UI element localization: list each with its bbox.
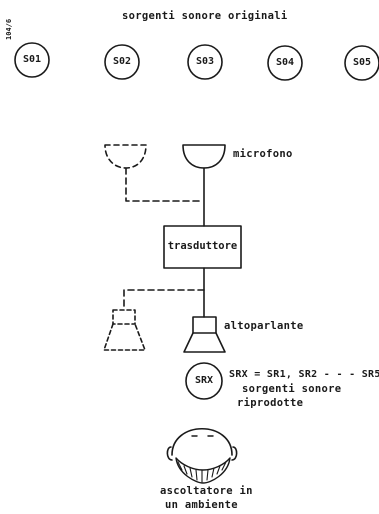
- dashed-link-upper: [125, 167, 204, 202]
- microphone-label: microfono: [233, 148, 293, 160]
- source-label-s05: S05: [352, 57, 372, 68]
- loudspeaker-label: altoparlante: [224, 320, 304, 332]
- reproduced-source-symbol: SRX: [194, 375, 214, 386]
- source-label-s03: S03: [195, 56, 215, 67]
- source-circle-s04: [267, 45, 303, 81]
- listener-label-1: ascoltatore in: [160, 485, 253, 497]
- microphone-icon: [182, 144, 226, 169]
- listener-label-2: un ambiente: [165, 499, 238, 511]
- page-number: 104/6: [5, 18, 13, 40]
- reproduced-source-formula: SRX = SR1, SR2 - - - SR5: [229, 369, 379, 380]
- dashed-link-lower: [123, 289, 205, 311]
- original-sources-title: sorgenti sonore originali: [122, 10, 288, 22]
- listener-head-icon: [166, 427, 238, 484]
- transducer-box: [163, 225, 242, 269]
- source-label-s01: S01: [22, 54, 42, 65]
- dashed-loudspeaker-icon: [103, 309, 146, 351]
- source-label-s02: S02: [112, 56, 132, 67]
- source-circle-s02: [104, 44, 140, 80]
- reproduced-source-description-1: sorgenti sonore: [242, 383, 342, 395]
- source-circle-s01: [14, 42, 50, 78]
- reproduced-source-circle: [185, 362, 223, 400]
- reproduced-source-description-2: riprodotte: [237, 397, 304, 409]
- source-circle-s05: [344, 45, 379, 81]
- source-label-s04: S04: [275, 57, 295, 68]
- original-source-circles: [14, 42, 379, 81]
- loudspeaker-icon: [183, 316, 226, 353]
- dashed-microphone-icon: [104, 144, 147, 169]
- transducer-label: trasduttore: [167, 240, 238, 252]
- source-circle-s03: [187, 44, 223, 80]
